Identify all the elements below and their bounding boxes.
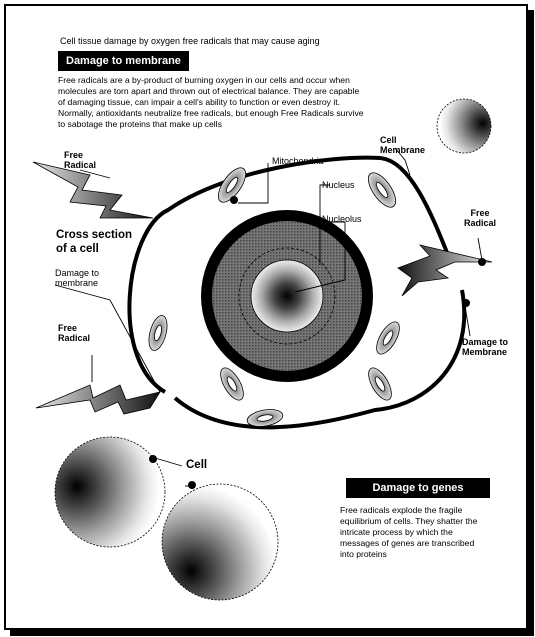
label-cell-membrane: Cell Membrane: [380, 135, 425, 155]
banner-damage-genes: Damage to genes: [346, 478, 490, 498]
banner-damage-membrane: Damage to membrane: [58, 51, 189, 71]
intro-line: to sabotage the proteins that make up ce…: [58, 119, 408, 130]
genes-line: Free radicals explode the fragile: [340, 505, 508, 516]
label-free-radical-right: Free Radical: [464, 208, 496, 228]
intro-line: Free radicals are a by-product of burnin…: [58, 75, 408, 86]
intro-paragraph: Free radicals are a by-product of burnin…: [58, 75, 408, 130]
label-damage-to-membrane-right: Damage to Membrane: [462, 337, 508, 357]
free-radical-bolt-bottom-left: [36, 385, 160, 414]
subtitle: Cell tissue damage by oxygen free radica…: [60, 36, 320, 46]
nucleolus: [251, 260, 323, 332]
label-mitochondria: Mitochondria: [272, 156, 324, 166]
free-radical-bolt-right: [398, 245, 492, 296]
genes-line: into proteins: [340, 549, 508, 560]
intro-line: Normally, antioxidants neutralize free r…: [58, 108, 408, 119]
label-cross-section: Cross section of a cell: [56, 228, 132, 256]
genes-paragraph: Free radicals explode the fragile equili…: [340, 505, 508, 560]
genes-line: equilibrium of cells. They shatter the: [340, 516, 508, 527]
label-nucleolus: Nucleolus: [322, 214, 362, 224]
label-damage-to-membrane-left: Damage to membrane: [55, 268, 99, 288]
intro-line: of damaging tissue, can impair a cell's …: [58, 97, 408, 108]
genes-line: intricate process by which the: [340, 527, 508, 538]
label-cell: Cell: [186, 458, 207, 472]
cell-sphere-right: [162, 484, 278, 600]
label-free-radical-top-left: Free Radical: [64, 150, 96, 170]
label-free-radical-bottom-left: Free Radical: [58, 323, 90, 343]
intro-line: molecules are torn apart and thrown out …: [58, 86, 408, 97]
cell-sphere-left: [55, 437, 165, 547]
free-radical-bolt-top-left: [33, 162, 153, 218]
small-cell-top-right: [437, 99, 491, 153]
label-nucleus: Nucleus: [322, 180, 355, 190]
genes-line: messages of genes are transcribed: [340, 538, 508, 549]
